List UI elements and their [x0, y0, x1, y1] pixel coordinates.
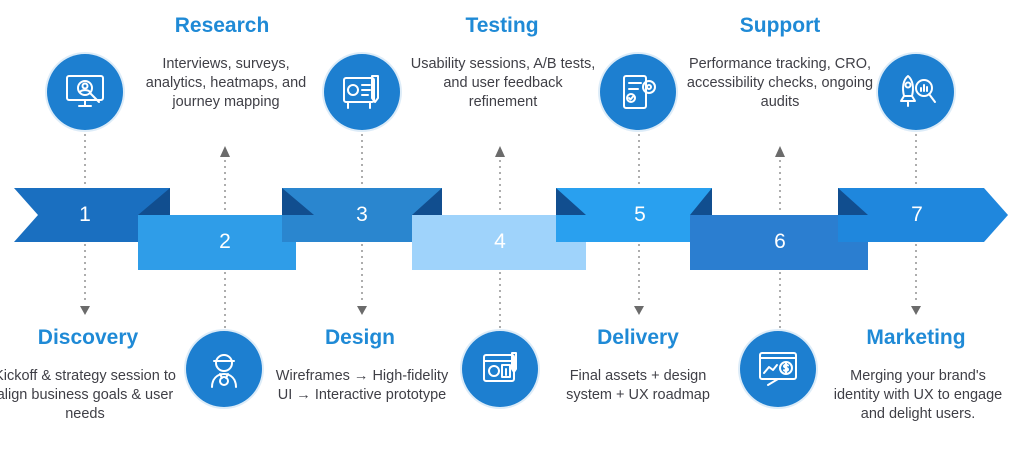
web-research-icon — [47, 54, 123, 130]
testing-lab-icon — [462, 331, 538, 407]
ribbon — [14, 188, 1008, 270]
arrowheads — [80, 146, 921, 315]
step-number-6: 6 — [774, 230, 786, 253]
step-number-2: 2 — [219, 230, 231, 253]
rocket-search-icon — [878, 54, 954, 130]
step-number-3: 3 — [356, 203, 368, 226]
arrow-up-2 — [220, 146, 230, 157]
band-4 — [412, 215, 586, 270]
step-title-5: Delivery — [597, 326, 679, 349]
step-title-2: Research — [174, 14, 270, 37]
arrow-down-3 — [357, 306, 367, 315]
design-board-icon — [324, 54, 400, 130]
band-2 — [138, 215, 296, 270]
step-title-4: Testing — [465, 14, 539, 37]
step-desc-5: Final assets + design system + UX roadma… — [566, 368, 710, 403]
fold-6-7 — [838, 188, 868, 215]
arrow-down-7 — [911, 306, 921, 315]
band-3 — [282, 188, 442, 242]
step-title-7: Marketing — [866, 326, 966, 349]
step-desc-7: Merging your brand's identity with UX to… — [833, 368, 1003, 422]
band-6 — [690, 215, 868, 270]
arrow-up-4 — [495, 146, 505, 157]
step-desc-1: Kickoff & strategy session to align busi… — [0, 368, 176, 422]
document-checklist-icon — [600, 54, 676, 130]
user-headset-icon — [186, 331, 262, 407]
fold-1-2 — [138, 188, 170, 215]
step-desc-6: Performance tracking, CRO, accessibility… — [686, 56, 874, 110]
step-desc-2: Interviews, surveys, analytics, heatmaps… — [145, 56, 307, 110]
step-title-1: Discovery — [37, 326, 139, 349]
fold-2-3b — [282, 188, 314, 215]
step-title-3: Design — [324, 326, 395, 349]
arrow-down-5 — [634, 306, 644, 315]
step-title-6: Support — [739, 14, 821, 37]
fold-4-5 — [556, 188, 586, 215]
connectors — [84, 128, 917, 330]
step-number-7: 7 — [911, 203, 923, 226]
arrow-up-6 — [775, 146, 785, 157]
analytics-dollar-icon — [740, 331, 816, 407]
step-number-1: 1 — [79, 203, 91, 226]
band-5 — [556, 188, 712, 242]
band-1 — [14, 188, 170, 242]
fold-5-6 — [690, 188, 712, 215]
step-number-4: 4 — [494, 230, 506, 253]
step-desc-3: Wireframes → High-fidelity UI → Interact… — [275, 368, 449, 403]
step-desc-4: Usability sessions, A/B tests, and user … — [410, 56, 596, 110]
step-number-5: 5 — [634, 203, 646, 226]
arrow-down-1 — [80, 306, 90, 315]
fold-3-4 — [412, 188, 442, 215]
band-7 — [838, 188, 1008, 242]
